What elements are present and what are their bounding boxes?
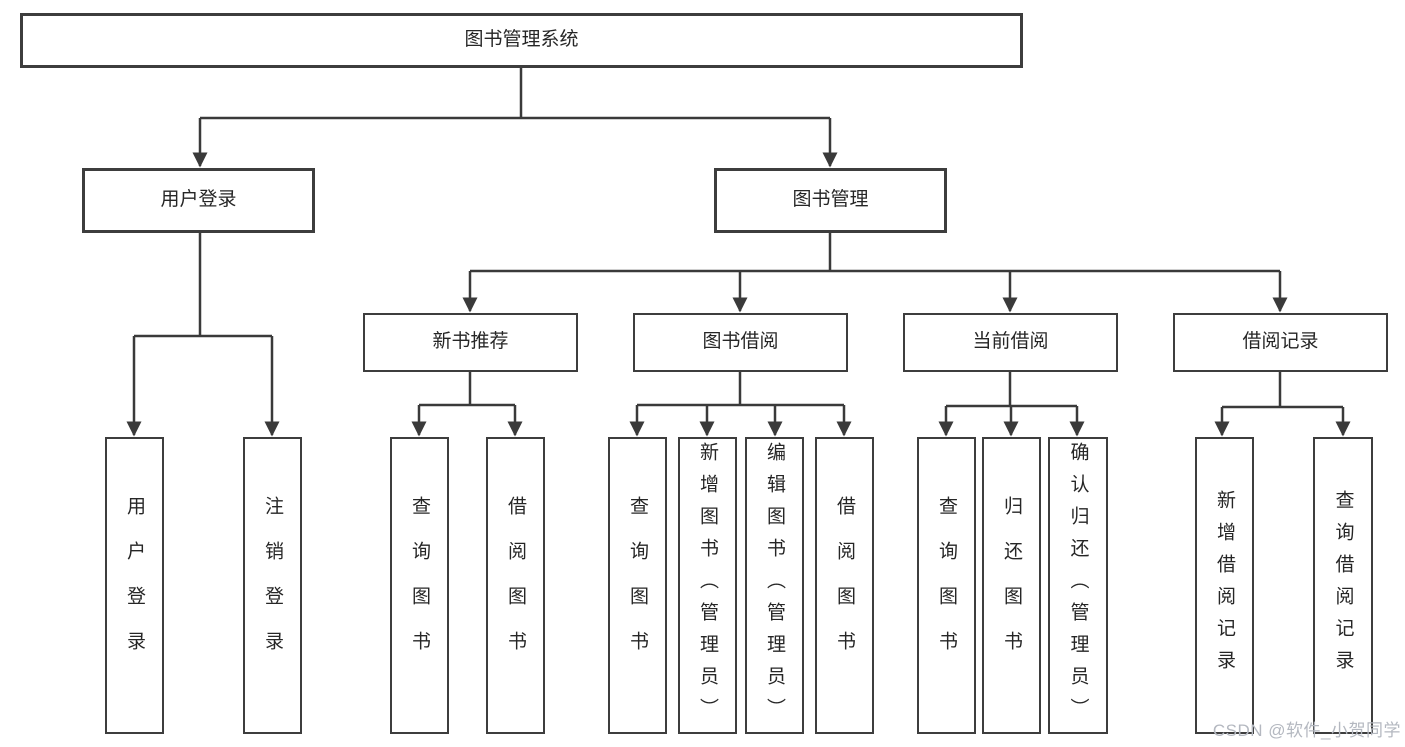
node-label: 查询借阅记录 — [1332, 489, 1354, 682]
node-label: 注销登录 — [262, 495, 283, 676]
leaf-query-borrow-record: 查询借阅记录 — [1313, 437, 1373, 734]
node-new-book-recommendation: 新书推荐 — [363, 313, 578, 372]
leaf-query-books-borrowing: 查询图书 — [608, 437, 667, 734]
leaf-user-login: 用户登录 — [105, 437, 164, 734]
node-user-login: 用户登录 — [82, 168, 315, 233]
node-current-borrowing: 当前借阅 — [903, 313, 1118, 372]
node-borrowing-records: 借阅记录 — [1173, 313, 1388, 372]
node-label: 归还图书 — [1001, 495, 1022, 676]
node-label: 图书管理 — [792, 189, 869, 211]
node-label: 用户登录 — [160, 189, 237, 211]
node-label: 新书推荐 — [432, 331, 509, 353]
node-label: 编辑图书（管理员） — [764, 441, 785, 730]
leaf-logout: 注销登录 — [243, 437, 302, 734]
leaf-query-books-current: 查询图书 — [917, 437, 976, 734]
node-label: 当前借阅 — [972, 331, 1049, 353]
node-label: 借阅图书 — [834, 495, 855, 676]
node-label: 图书管理系统 — [464, 29, 579, 51]
node-label: 新增图书（管理员） — [697, 441, 718, 730]
csdn-watermark: CSDN @软件_小贺同学 — [1212, 721, 1401, 740]
leaf-return-book: 归还图书 — [982, 437, 1041, 734]
node-book-borrowing: 图书借阅 — [633, 313, 848, 372]
node-label: 借阅图书 — [505, 495, 526, 676]
leaf-confirm-return-admin: 确认归还（管理员） — [1048, 437, 1108, 734]
node-label: 确认归还（管理员） — [1067, 441, 1089, 730]
leaf-borrow-books-borrowing: 借阅图书 — [815, 437, 874, 734]
leaf-query-books-recommend: 查询图书 — [390, 437, 449, 734]
node-label: 新增借阅记录 — [1214, 489, 1235, 682]
node-book-management: 图书管理 — [714, 168, 947, 233]
node-library-management-system: 图书管理系统 — [20, 13, 1023, 68]
leaf-edit-book-admin: 编辑图书（管理员） — [745, 437, 804, 734]
node-label: 查询图书 — [627, 495, 648, 676]
node-label: 图书借阅 — [702, 331, 779, 353]
node-label: 用户登录 — [124, 495, 145, 676]
leaf-add-borrow-record: 新增借阅记录 — [1195, 437, 1254, 734]
leaf-add-book-admin: 新增图书（管理员） — [678, 437, 737, 734]
node-label: 查询图书 — [936, 495, 957, 676]
node-label: 查询图书 — [409, 495, 430, 676]
node-label: 借阅记录 — [1242, 331, 1319, 353]
leaf-borrow-books-recommend: 借阅图书 — [486, 437, 545, 734]
